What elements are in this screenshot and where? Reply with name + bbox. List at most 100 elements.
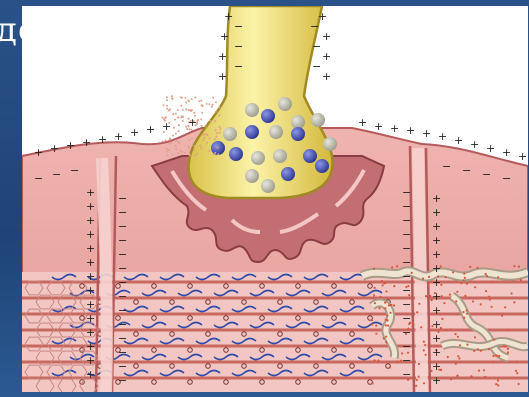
positive-charge: + bbox=[518, 150, 527, 163]
positive-charge: + bbox=[432, 192, 441, 205]
synaptic-vesicle bbox=[278, 97, 292, 111]
negative-charge: − bbox=[312, 60, 321, 73]
synaptic-vesicle bbox=[291, 127, 305, 141]
positive-charge: + bbox=[432, 318, 441, 331]
negative-charge: − bbox=[402, 312, 411, 325]
positive-charge: + bbox=[322, 50, 331, 63]
synaptic-vesicle bbox=[291, 115, 305, 129]
positive-charge: + bbox=[422, 127, 431, 140]
negative-charge: − bbox=[70, 164, 79, 177]
synaptic-vesicle bbox=[261, 109, 275, 123]
negative-charge: − bbox=[402, 284, 411, 297]
positive-charge: + bbox=[432, 346, 441, 359]
positive-charge: + bbox=[432, 332, 441, 345]
negative-charge: − bbox=[118, 206, 127, 219]
positive-charge: + bbox=[322, 30, 331, 43]
negative-charge: − bbox=[502, 172, 511, 185]
synaptic-vesicle bbox=[315, 159, 329, 173]
negative-charge: − bbox=[118, 304, 127, 317]
positive-charge: + bbox=[470, 138, 479, 151]
positive-charge: + bbox=[432, 234, 441, 247]
positive-charge: + bbox=[220, 30, 229, 43]
positive-charge: + bbox=[432, 374, 441, 387]
positive-charge: + bbox=[86, 214, 95, 227]
negative-charge: − bbox=[482, 168, 491, 181]
positive-charge: + bbox=[432, 262, 441, 275]
positive-charge: + bbox=[432, 290, 441, 303]
negative-charge: − bbox=[402, 214, 411, 227]
negative-charge: − bbox=[118, 220, 127, 233]
negative-charge: − bbox=[402, 340, 411, 353]
negative-charge: − bbox=[462, 164, 471, 177]
synaptic-vesicle bbox=[281, 167, 295, 181]
negative-charge: − bbox=[118, 346, 127, 359]
negative-charge: − bbox=[118, 248, 127, 261]
negative-charge: − bbox=[118, 262, 127, 275]
negative-charge: − bbox=[234, 60, 243, 73]
positive-charge: + bbox=[432, 276, 441, 289]
negative-charge: − bbox=[402, 256, 411, 269]
negative-charge: − bbox=[234, 20, 243, 33]
negative-charge: − bbox=[402, 298, 411, 311]
positive-charge: + bbox=[130, 126, 139, 139]
positive-charge: + bbox=[454, 134, 463, 147]
negative-charge: − bbox=[442, 160, 451, 173]
positive-charge: + bbox=[432, 220, 441, 233]
positive-charge: + bbox=[114, 130, 123, 143]
positive-charge: + bbox=[438, 130, 447, 143]
positive-charge: + bbox=[432, 248, 441, 261]
negative-charge: − bbox=[118, 234, 127, 247]
synaptic-vesicle bbox=[245, 125, 259, 139]
negative-charge: − bbox=[118, 290, 127, 303]
positive-charge: + bbox=[358, 116, 367, 129]
synaptic-vesicle bbox=[303, 149, 317, 163]
positive-charge: + bbox=[218, 70, 227, 83]
positive-charge: + bbox=[34, 146, 43, 159]
positive-charge: + bbox=[82, 136, 91, 149]
negative-charge: − bbox=[118, 192, 127, 205]
negative-charge: − bbox=[52, 168, 61, 181]
synaptic-vesicle bbox=[311, 113, 325, 127]
neuromuscular-junction-figure: +++++++++++++++++++++−−−−−−−++++−−−++++−… bbox=[22, 6, 528, 392]
positive-charge: + bbox=[50, 142, 59, 155]
negative-charge: − bbox=[402, 228, 411, 241]
positive-charge: + bbox=[86, 228, 95, 241]
negative-charge: − bbox=[402, 326, 411, 339]
positive-charge: + bbox=[86, 368, 95, 381]
negative-charge: − bbox=[312, 40, 321, 53]
nmj-illustration: +++++++++++++++++++++−−−−−−−++++−−−++++−… bbox=[22, 6, 528, 392]
positive-charge: + bbox=[162, 120, 171, 133]
positive-charge: + bbox=[406, 124, 415, 137]
negative-charge: − bbox=[118, 318, 127, 331]
positive-charge: + bbox=[432, 304, 441, 317]
synaptic-vesicle bbox=[273, 149, 287, 163]
negative-charge: − bbox=[402, 200, 411, 213]
positive-charge: + bbox=[86, 200, 95, 213]
positive-charge: + bbox=[86, 312, 95, 325]
synaptic-vesicle bbox=[323, 137, 337, 151]
positive-charge: + bbox=[86, 242, 95, 255]
positive-charge: + bbox=[86, 340, 95, 353]
positive-charge: + bbox=[86, 298, 95, 311]
positive-charge: + bbox=[98, 133, 107, 146]
positive-charge: + bbox=[322, 70, 331, 83]
positive-charge: + bbox=[390, 122, 399, 135]
positive-charge: + bbox=[146, 123, 155, 136]
positive-charge: + bbox=[86, 284, 95, 297]
synaptic-vesicle bbox=[245, 103, 259, 117]
synaptic-vesicle bbox=[245, 169, 259, 183]
synaptic-vesicle bbox=[229, 147, 243, 161]
negative-charge: − bbox=[234, 40, 243, 53]
synaptic-vesicle bbox=[261, 179, 275, 193]
positive-charge: + bbox=[432, 206, 441, 219]
positive-charge: + bbox=[86, 326, 95, 339]
negative-charge: − bbox=[118, 374, 127, 387]
positive-charge: + bbox=[374, 120, 383, 133]
positive-charge: + bbox=[86, 270, 95, 283]
negative-charge: − bbox=[402, 186, 411, 199]
positive-charge: + bbox=[86, 354, 95, 367]
positive-charge: + bbox=[86, 256, 95, 269]
positive-charge: + bbox=[224, 10, 233, 23]
positive-charge: + bbox=[66, 139, 75, 152]
